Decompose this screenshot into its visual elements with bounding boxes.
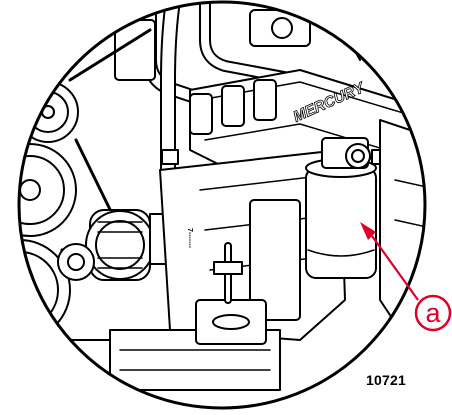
- detail-circle: [17, 0, 427, 410]
- engine-mount: [195, 242, 267, 345]
- figure-number: 10721: [366, 372, 406, 388]
- part-label: 7-------: [186, 228, 193, 249]
- valve-cover: [189, 69, 425, 176]
- callout-arrow: [360, 222, 419, 301]
- fuel-filter: [305, 137, 403, 279]
- alternator: [57, 209, 169, 281]
- callout-circle: [414, 294, 452, 332]
- callout-label: a: [425, 297, 441, 328]
